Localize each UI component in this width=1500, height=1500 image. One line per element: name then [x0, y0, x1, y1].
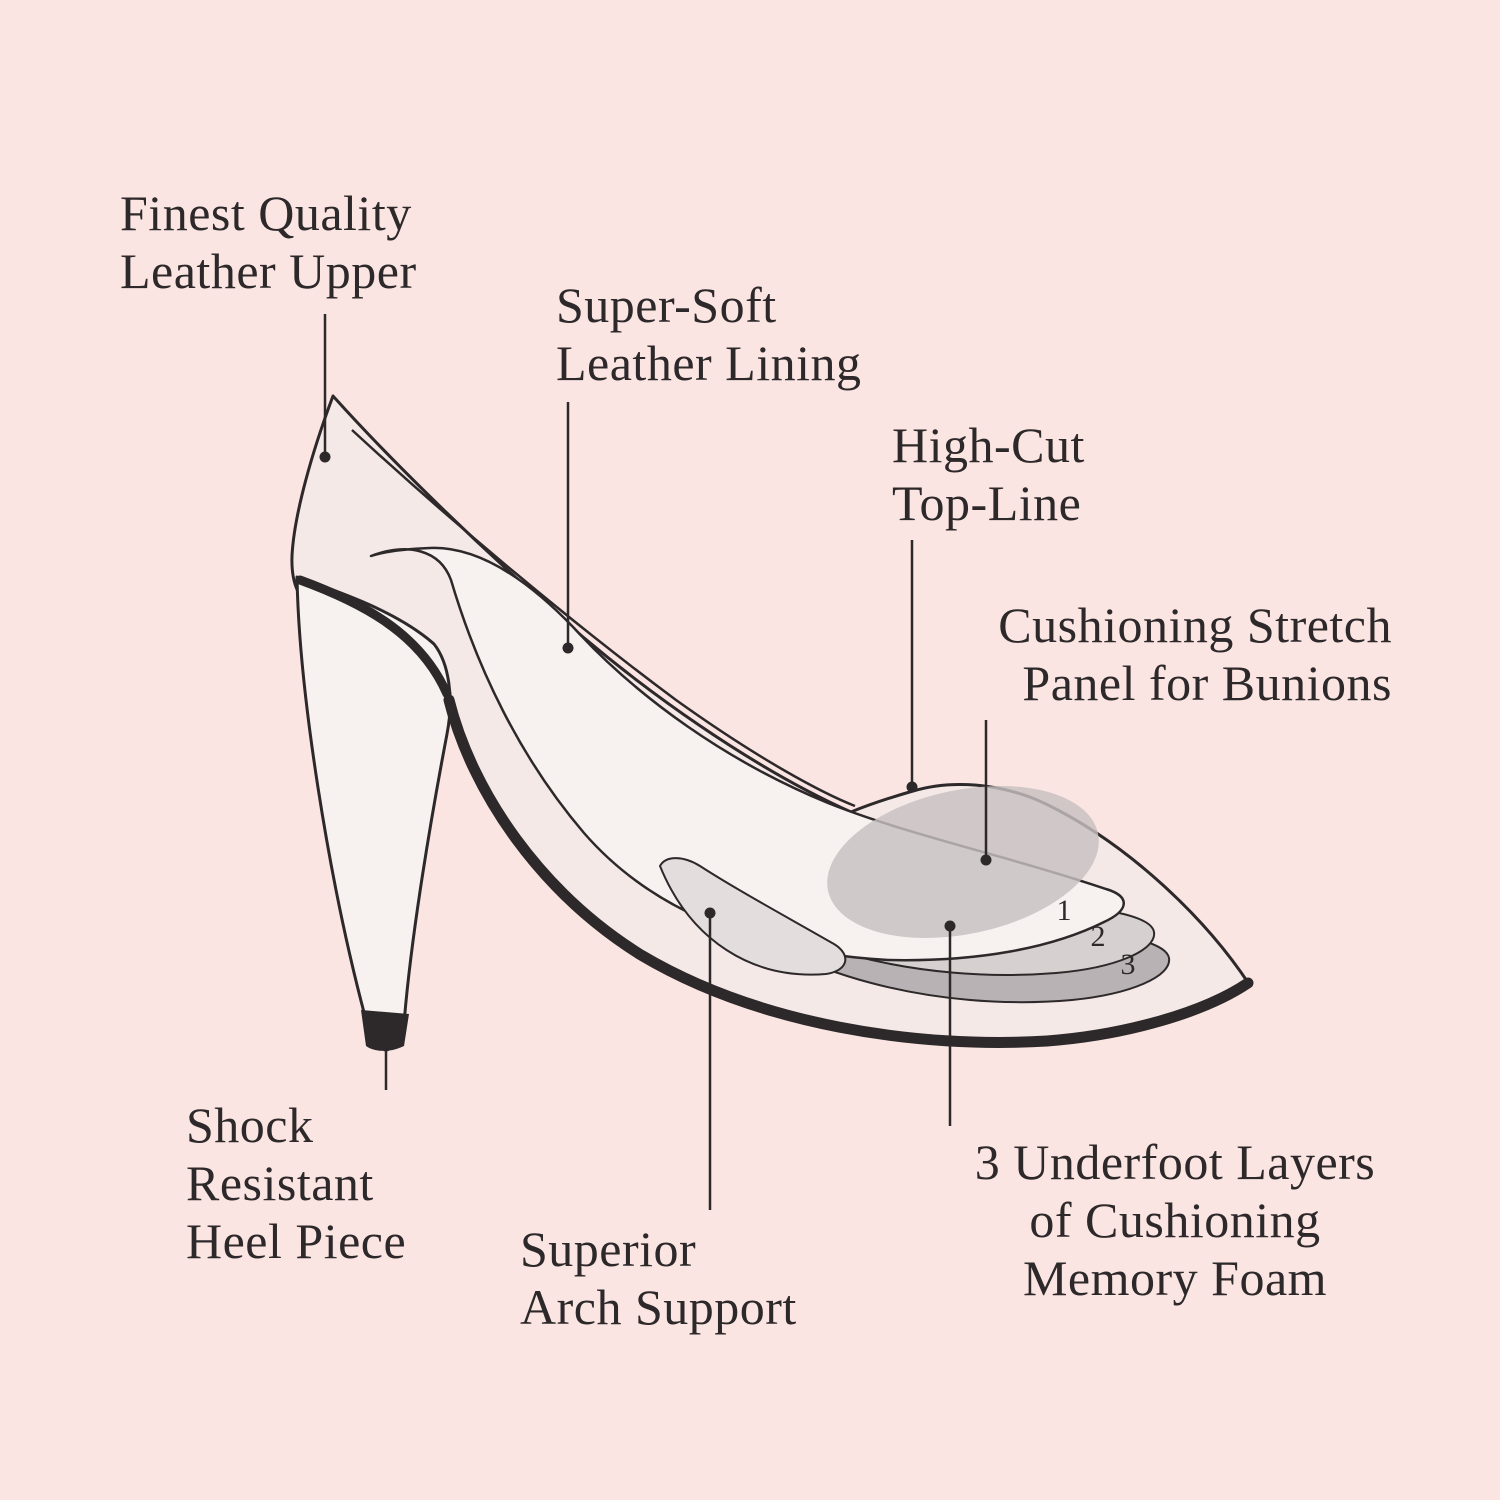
- label-leather-lining: Super-Soft Leather Lining: [556, 276, 862, 392]
- label-line: Memory Foam: [1022, 1250, 1328, 1306]
- label-line: Arch Support: [520, 1279, 797, 1335]
- label-line: High-Cut: [892, 417, 1085, 473]
- label-line: Cushioning Stretch: [998, 597, 1392, 653]
- leader-stretch-panel: [980, 720, 992, 866]
- bunion-panel-shape: [827, 785, 1099, 939]
- leader-dot: [704, 907, 716, 919]
- foam-layer-number-3: 3: [1121, 948, 1136, 981]
- label-line: Top-Line: [892, 475, 1082, 531]
- label-line: Finest Quality: [120, 185, 412, 241]
- foam-layer-number-2: 2: [1091, 920, 1106, 953]
- label-line: Shock: [186, 1097, 314, 1153]
- leader-memory-foam: [944, 920, 956, 1126]
- leader-arch-support: [704, 907, 716, 1210]
- leader-leather-upper: [319, 314, 331, 463]
- leader-leather-lining: [562, 402, 574, 654]
- label-leather-upper: Finest Quality Leather Upper: [120, 184, 417, 300]
- leader-dot: [562, 642, 574, 654]
- label-line: of Cushioning: [1029, 1192, 1321, 1248]
- label-heel-piece: Shock Resistant Heel Piece: [186, 1096, 406, 1270]
- label-stretch-panel: Cushioning Stretch Panel for Bunions: [930, 596, 1392, 712]
- label-line: Super-Soft: [556, 277, 777, 333]
- leader-dot: [319, 451, 331, 463]
- leader-dot: [980, 854, 992, 866]
- label-line: Resistant: [186, 1155, 374, 1211]
- label-line: Superior: [520, 1221, 697, 1277]
- label-line: 3 Underfoot Layers: [974, 1134, 1376, 1190]
- label-memory-foam: 3 Underfoot Layers of Cushioning Memory …: [945, 1133, 1405, 1307]
- label-line: Panel for Bunions: [1022, 655, 1392, 711]
- heel-shape: [295, 575, 452, 1026]
- heel-seat-line: [295, 575, 452, 699]
- sole-line: [443, 694, 1254, 1048]
- label-line: Leather Lining: [556, 335, 862, 391]
- leader-dot: [944, 920, 956, 932]
- label-line: Heel Piece: [186, 1213, 407, 1269]
- leader-top-line: [906, 540, 918, 793]
- leader-dot: [906, 781, 918, 793]
- heel-tip-shape: [361, 1010, 409, 1051]
- arch-support-shape: [658, 857, 847, 976]
- label-line: Leather Upper: [120, 243, 417, 299]
- foam-layer-number-1: 1: [1057, 894, 1072, 927]
- leader-heel-piece: [380, 1040, 392, 1090]
- label-arch-support: Superior Arch Support: [520, 1220, 797, 1336]
- label-top-line: High-Cut Top-Line: [892, 416, 1085, 532]
- lining-line: [351, 429, 856, 808]
